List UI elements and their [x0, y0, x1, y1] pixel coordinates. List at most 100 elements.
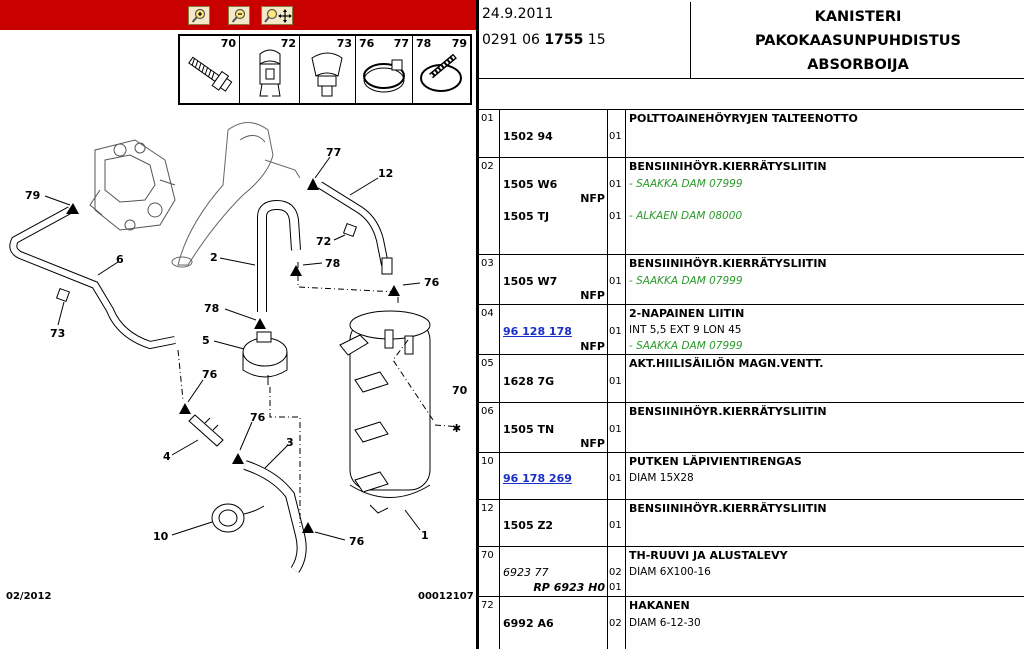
legend-cell-73: 73	[300, 36, 356, 103]
qty-cell: 01	[608, 500, 626, 546]
callout-77: 77	[326, 146, 341, 159]
row-number: 10	[479, 453, 500, 499]
part-reference: 1505 Z2	[503, 519, 554, 532]
validity-note: - SAAKKA DAM 07999	[629, 340, 743, 352]
row-number: 05	[479, 355, 500, 402]
intake-pipe-sketch	[171, 122, 301, 268]
table-row: 05 1628 7G 01 AKT.HIILISÄILIÖN MAGN.VENT…	[479, 355, 1024, 403]
arrow-markers	[66, 178, 400, 533]
part-description: PUTKEN LÄPIVIENTIRENGAS	[629, 455, 802, 468]
part-description: 2-NAPAINEN LIITIN	[629, 307, 745, 320]
legend-label: 70	[220, 37, 236, 50]
callout-73: 73	[50, 327, 65, 340]
callout-1: 1	[421, 529, 429, 542]
diagram-date-stamp: 02/2012	[6, 591, 51, 602]
part-description: AKT.HIILISÄILIÖN MAGN.VENTT.	[629, 357, 824, 370]
clamp-icon	[311, 52, 343, 97]
table-row: 06 1505 TN NFP 01 BENSIINIHÖYR.KIERRÄTYS…	[479, 403, 1024, 453]
title-line-1: KANISTERI	[814, 9, 902, 25]
diagram-toolbar	[0, 0, 476, 30]
legend-cell-70: 70	[180, 36, 240, 103]
parts-list-pane: 24.9.2011 0291 06 1755 15 KANISTERI PAKO…	[476, 0, 1024, 649]
legend-label: 76	[359, 37, 375, 50]
ref-cell: 1505 TN NFP	[500, 403, 608, 452]
desc-cell: BENSIINIHÖYR.KIERRÄTYSLIITIN	[626, 500, 1024, 546]
desc-cell: PUTKEN LÄPIVIENTIRENGAS DIAM 15X28	[626, 453, 1024, 499]
qty-cell: 01	[608, 355, 626, 402]
part-reference-link[interactable]: 96 128 178	[503, 325, 572, 338]
callout-12: 12	[378, 167, 393, 180]
ref-cell: 96 178 269	[500, 453, 608, 499]
quantity: 01	[609, 473, 622, 484]
spec-note: DIAM 6X100-16	[629, 566, 711, 578]
quantity: 01	[609, 424, 622, 435]
qty-cell: 01	[608, 453, 626, 499]
legend-label: 79	[451, 37, 467, 50]
callout-10: 10	[153, 530, 169, 543]
callout-78-top: 78	[325, 257, 340, 270]
ref-cell: 96 128 178 NFP	[500, 305, 608, 354]
row-number: 03	[479, 255, 500, 304]
header-code: 0291 06 1755 15	[482, 32, 606, 48]
spec-note: INT 5,5 EXT 9 LON 45	[629, 324, 742, 336]
quantity: 02	[609, 618, 622, 629]
validity-note: - SAAKKA DAM 07999	[629, 178, 743, 190]
part-reference: 1505 TN	[503, 423, 555, 436]
desc-cell: 2-NAPAINEN LIITIN INT 5,5 EXT 9 LON 45 -…	[626, 305, 1024, 354]
legend-label: 73	[336, 37, 352, 50]
code-prefix: 0291 06	[482, 32, 540, 48]
quantity: 01	[609, 276, 622, 287]
zoom-out-button[interactable]	[228, 6, 250, 25]
code-suffix: 15	[587, 32, 606, 48]
qty-cell: 01	[608, 110, 626, 157]
table-row: 02 1505 W6 NFP 1505 TJ 01 01 BENSIINIHÖY…	[479, 158, 1024, 255]
callout-76-mid: 76	[250, 411, 266, 424]
qty-cell: 01 01	[608, 158, 626, 254]
quantity: 01	[609, 179, 622, 190]
table-row: 10 96 178 269 01 PUTKEN LÄPIVIENTIRENGAS…	[479, 453, 1024, 500]
quantity: 01	[609, 520, 622, 531]
diagram-pane: 70 72 73 76 77 78 79	[0, 0, 476, 649]
part-reference: 1505 W7	[503, 275, 558, 288]
part-reference-alt: 1505 TJ	[503, 210, 550, 223]
row-number: 72	[479, 597, 500, 649]
diagram-ref-stamp: 00012107	[418, 591, 474, 602]
part-reference: 1628 7G	[503, 375, 555, 388]
header-date: 24.9.2011	[482, 6, 554, 22]
hose-clamp-icon	[363, 59, 405, 93]
desc-cell: AKT.HIILISÄILIÖN MAGN.VENTT.	[626, 355, 1024, 402]
zoom-pan-button[interactable]	[261, 6, 293, 25]
table-row: 01 1502 94 01 POLTTOAINEHÖYRYJEN TALTEEN…	[479, 110, 1024, 158]
part-description: POLTTOAINEHÖYRYJEN TALTEENOTTO	[629, 112, 858, 125]
cross-marker: ✱	[452, 422, 461, 435]
callout-3: 3	[286, 436, 294, 449]
parts-header: 24.9.2011 0291 06 1755 15 KANISTERI PAKO…	[479, 0, 1024, 79]
quantity: 01	[609, 131, 622, 142]
qty-cell: 01	[608, 305, 626, 354]
desc-cell: BENSIINIHÖYR.KIERRÄTYSLIITIN	[626, 403, 1024, 452]
connector-4	[188, 414, 224, 447]
callout-72: 72	[316, 235, 331, 248]
qty-cell: 02	[608, 597, 626, 649]
part-description: BENSIINIHÖYR.KIERRÄTYSLIITIN	[629, 405, 827, 418]
ref-cell: 1502 94	[500, 110, 608, 157]
zoom-in-button[interactable]	[188, 6, 210, 25]
ref-cell: 6923 77 RP 6923 H0	[500, 547, 608, 596]
legend-cell-78-79: 78 79	[413, 36, 470, 103]
table-row: 70 6923 77 RP 6923 H0 02 01 TH-RUUVI JA …	[479, 547, 1024, 597]
qty-cell: 01	[608, 255, 626, 304]
part-reference-link[interactable]: 96 178 269	[503, 472, 572, 485]
row-number: 12	[479, 500, 500, 546]
callout-4: 4	[163, 450, 171, 463]
callout-6: 6	[116, 253, 124, 266]
callout-79: 79	[25, 189, 40, 202]
table-row: 04 96 128 178 NFP 01 2-NAPAINEN LIITIN I…	[479, 305, 1024, 355]
ref-cell: 6992 A6	[500, 597, 608, 649]
validity-note-alt: - ALKAEN DAM 08000	[629, 210, 743, 222]
band-clamp-icon	[420, 53, 462, 92]
canister-1	[339, 310, 431, 514]
title-line-2: PAKOKAASUNPUHDISTUS	[755, 33, 961, 49]
quantity: 02	[609, 567, 622, 578]
callout-76-left: 76	[202, 368, 218, 381]
table-row: 72 6992 A6 02 HAKANEN DIAM 6-12-30	[479, 597, 1024, 649]
